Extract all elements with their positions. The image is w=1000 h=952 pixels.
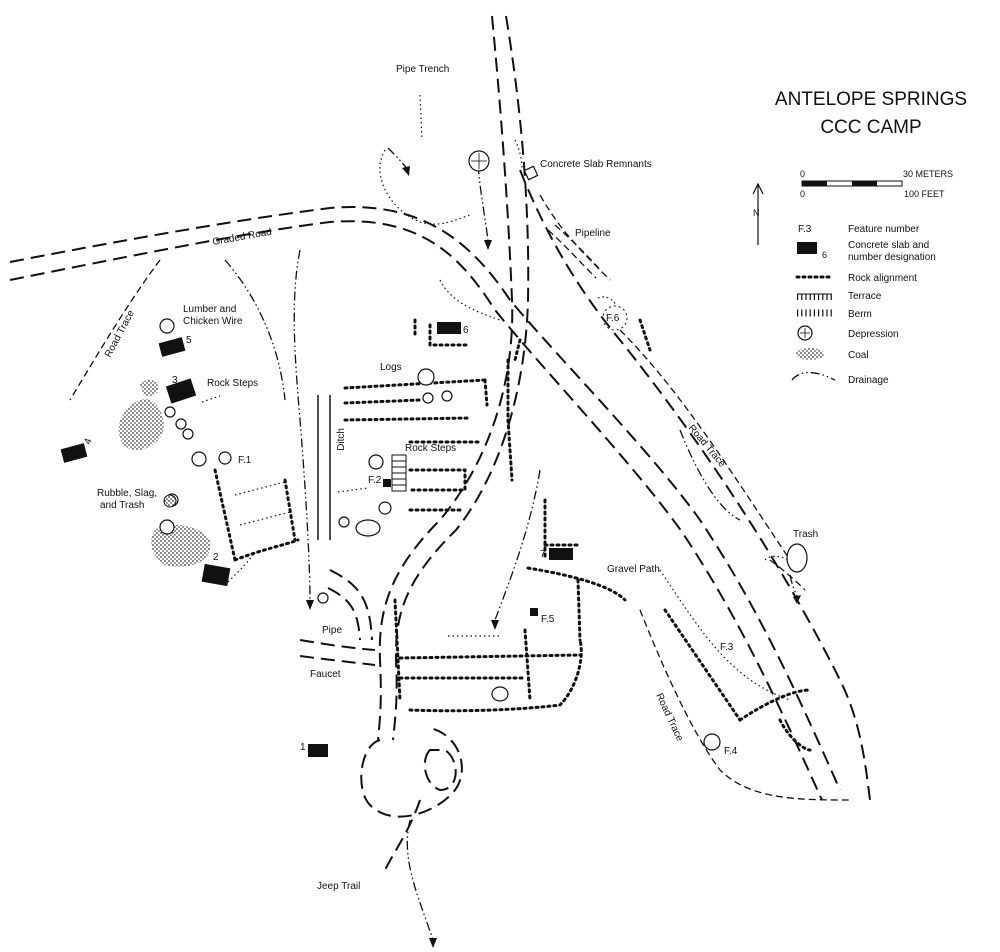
legend: F.3 Feature number 6 Concrete slab and n… bbox=[791, 224, 936, 386]
slab-4 bbox=[60, 443, 88, 463]
main-north-road bbox=[377, 15, 530, 741]
legend-coal: Coal bbox=[848, 350, 869, 361]
north-arrow: N bbox=[752, 182, 764, 245]
slab-3 bbox=[165, 378, 197, 404]
label-trash-west: and Trash bbox=[100, 500, 144, 511]
label-rubble: Rubble, Slag, bbox=[97, 488, 157, 499]
legend-drainage: Drainage bbox=[848, 375, 889, 386]
label-graded-road: Graded Road bbox=[212, 227, 273, 248]
legend-terrace-symbol bbox=[797, 293, 832, 300]
legend-slab-number: 6 bbox=[822, 250, 827, 260]
legend-terrace: Terrace bbox=[848, 291, 882, 302]
label-jeep-trail: Jeep Trail bbox=[317, 881, 360, 892]
scale-meters: 30 METERS bbox=[903, 169, 953, 179]
slab-number-1: 1 bbox=[300, 742, 306, 753]
slab-remnant bbox=[523, 165, 539, 181]
feature-f6: F.6 bbox=[606, 313, 620, 324]
label-road-trace-west: Road Trace bbox=[103, 308, 137, 359]
feature-f4: F.4 bbox=[724, 746, 738, 757]
legend-depression-symbol bbox=[797, 325, 813, 341]
legend-feature: Feature number bbox=[848, 224, 920, 235]
concrete-slabs bbox=[60, 322, 573, 757]
south-loop bbox=[360, 727, 463, 871]
drainages bbox=[224, 147, 799, 941]
slab-2 bbox=[201, 563, 231, 587]
depressions bbox=[159, 150, 808, 751]
label-concrete-slab-remnants: Concrete Slab Remnants bbox=[540, 159, 652, 170]
rubble-symbol bbox=[163, 494, 177, 508]
ditch bbox=[317, 395, 331, 540]
north-label: N bbox=[753, 208, 760, 218]
site-labels: Pipe Trench Concrete Slab Remnants Grade… bbox=[97, 64, 818, 892]
legend-coal-symbol bbox=[796, 348, 824, 360]
label-pipeline: Pipeline bbox=[575, 228, 611, 239]
slab-5 bbox=[158, 337, 186, 357]
slab-number-5: 5 bbox=[186, 335, 192, 346]
slab-f5 bbox=[530, 608, 538, 616]
scale-bar: 0 30 METERS 0 100 FEET bbox=[800, 169, 953, 199]
label-road-trace-south: Road Trace bbox=[653, 692, 685, 744]
slab-number-3: 3 bbox=[172, 375, 178, 386]
slab-number-2: 2 bbox=[213, 552, 219, 563]
slab-number-4: 4 bbox=[82, 437, 94, 446]
rock-alignments bbox=[213, 318, 812, 752]
slab-number-6: 6 bbox=[463, 325, 469, 336]
road-traces bbox=[69, 194, 851, 801]
legend-berm: Berm bbox=[848, 309, 872, 320]
scale-zero-feet: 0 bbox=[800, 189, 805, 199]
graded-road bbox=[9, 206, 841, 801]
east-road bbox=[519, 169, 871, 801]
slab-f2 bbox=[383, 479, 391, 487]
legend-feature-symbol: F.3 bbox=[798, 224, 812, 235]
title-line-2: CCC CAMP bbox=[820, 117, 921, 138]
legend-rock: Rock alignment bbox=[848, 273, 917, 284]
feature-f6-symbol bbox=[602, 305, 628, 331]
label-trash-east: Trash bbox=[793, 529, 818, 540]
slab-7 bbox=[549, 548, 573, 560]
feature-labels: F.1 F.2 F.3 F.4 F.5 F.6 bbox=[238, 313, 738, 757]
terraces bbox=[201, 94, 791, 701]
label-rock-steps-center: Rock Steps bbox=[405, 443, 456, 454]
label-lumber: Lumber and bbox=[183, 304, 236, 315]
slab-1 bbox=[308, 744, 328, 757]
title-line-1: ANTELOPE SPRINGS bbox=[775, 89, 967, 110]
flow-arrows bbox=[306, 166, 801, 948]
map-title: ANTELOPE SPRINGS CCC CAMP bbox=[775, 89, 967, 138]
scale-zero-meters: 0 bbox=[800, 169, 805, 179]
coal-deposits bbox=[118, 379, 211, 568]
legend-slab-line-2: number designation bbox=[848, 252, 936, 263]
feature-f5: F.5 bbox=[541, 614, 555, 625]
label-road-trace-east: Road Trace bbox=[686, 423, 728, 470]
label-pipe: Pipe bbox=[322, 625, 342, 636]
slab-numbers: 1 2 3 4 5 6 7 bbox=[82, 325, 546, 753]
legend-depression: Depression bbox=[848, 329, 899, 340]
label-gravel-path: Gravel Path bbox=[607, 564, 660, 575]
feature-f3: F.3 bbox=[720, 642, 734, 653]
legend-slab-line-1: Concrete slab and bbox=[848, 240, 929, 251]
label-ditch: Ditch bbox=[336, 428, 347, 451]
label-rock-steps-west: Rock Steps bbox=[207, 378, 258, 389]
feature-f1: F.1 bbox=[238, 455, 252, 466]
label-chicken-wire: Chicken Wire bbox=[183, 316, 243, 327]
slab-6 bbox=[437, 322, 461, 334]
slab-number-7: 7 bbox=[540, 549, 546, 560]
label-pipe-trench: Pipe Trench bbox=[396, 64, 449, 75]
pipeline bbox=[547, 224, 603, 279]
feature-f2: F.2 bbox=[368, 475, 382, 486]
rock-steps-center bbox=[391, 454, 407, 492]
legend-slab-symbol bbox=[797, 242, 817, 254]
label-logs: Logs bbox=[380, 362, 402, 373]
label-faucet: Faucet bbox=[310, 669, 341, 680]
branch-road bbox=[299, 569, 376, 666]
scale-feet: 100 FEET bbox=[904, 189, 945, 199]
legend-drainage-symbol bbox=[791, 371, 836, 381]
